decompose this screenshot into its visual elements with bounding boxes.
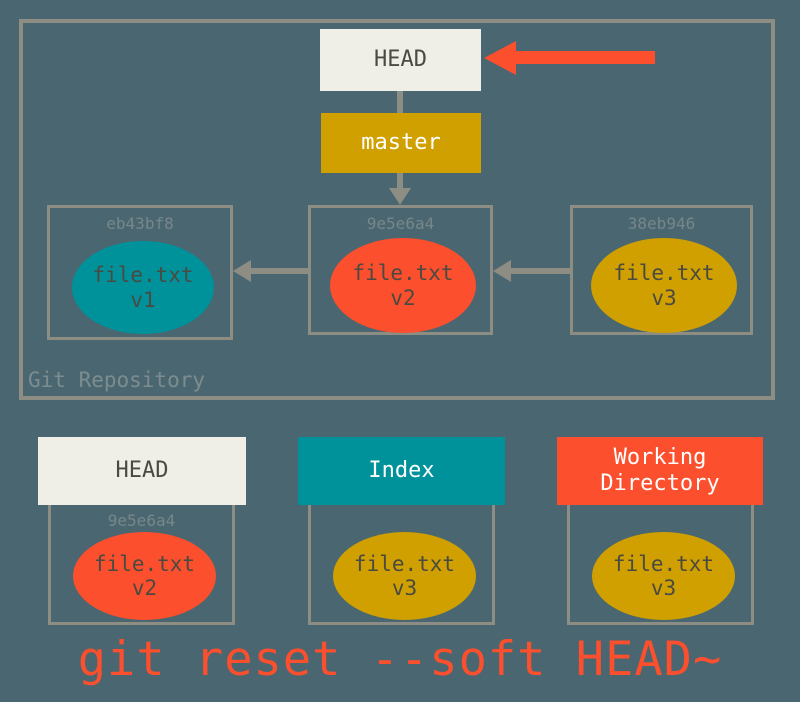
commit-frame-38eb946[interactable]: 38eb946 file.txt v3 <box>570 205 753 335</box>
commit-blob-v3: file.txt v3 <box>591 238 737 333</box>
index-tree-filename: file.txt <box>353 551 456 576</box>
command-caption: git reset --soft HEAD~ <box>77 632 723 687</box>
working-directory-tree-version: v3 <box>650 576 677 600</box>
index-tree-title[interactable]: Index <box>298 437 505 505</box>
working-directory-tree-title[interactable]: Working Directory <box>557 437 763 505</box>
red-pointer-arrowhead-icon <box>484 41 516 75</box>
index-tree-frame: file.txt v3 <box>308 505 495 625</box>
head-tree-blob: file.txt v2 <box>73 532 216 620</box>
working-directory-title-line1: Working <box>613 445 707 471</box>
working-directory-tree-filename: file.txt <box>612 551 715 576</box>
master-to-commit-connector <box>397 173 403 193</box>
commit3-to-commit2-connector <box>511 268 570 274</box>
index-tree-blob: file.txt v3 <box>333 532 476 620</box>
master-branch-box[interactable]: master <box>321 113 481 173</box>
commit-blob-v2: file.txt v2 <box>330 238 476 333</box>
commit-blob-version: v2 <box>390 285 416 310</box>
head-tree-filename: file.txt <box>93 551 196 576</box>
head-pointer-box[interactable]: HEAD <box>320 29 481 91</box>
commit2-to-commit1-arrowhead <box>233 260 251 282</box>
head-tree-title[interactable]: HEAD <box>38 437 246 505</box>
commit-blob-version: v3 <box>651 285 677 310</box>
commit-hash-9e5e6a4: 9e5e6a4 <box>366 214 435 233</box>
index-tree-version: v3 <box>391 576 418 600</box>
commit-frame-9e5e6a4[interactable]: 9e5e6a4 file.txt v2 <box>308 205 493 335</box>
head-tree-hash: 9e5e6a4 <box>107 511 176 530</box>
commit3-to-commit2-arrowhead <box>493 260 511 282</box>
commit-blob-v1: file.txt v1 <box>72 241 214 334</box>
head-tree-version: v2 <box>131 576 158 600</box>
commit-blob-filename: file.txt <box>92 263 194 288</box>
commit-blob-filename: file.txt <box>613 261 715 286</box>
commit-hash-38eb946: 38eb946 <box>627 214 696 233</box>
commit-blob-version: v1 <box>130 287 156 312</box>
head-to-master-connector <box>397 91 403 114</box>
red-pointer-arrow-shaft <box>514 51 655 64</box>
commit2-to-commit1-connector <box>251 268 308 274</box>
git-repository-label: Git Repository <box>28 368 206 392</box>
commit-blob-filename: file.txt <box>352 261 454 286</box>
master-to-commit-arrowhead <box>389 188 411 205</box>
working-directory-title-line2: Directory <box>600 471 720 496</box>
git-repository-frame <box>19 19 775 400</box>
commit-frame-eb43bf8[interactable]: eb43bf8 file.txt v1 <box>47 205 233 340</box>
head-tree-frame: 9e5e6a4 file.txt v2 <box>48 505 235 625</box>
working-directory-tree-blob: file.txt v3 <box>592 532 735 620</box>
working-directory-tree-frame: file.txt v3 <box>567 505 754 625</box>
commit-hash-eb43bf8: eb43bf8 <box>106 214 174 233</box>
